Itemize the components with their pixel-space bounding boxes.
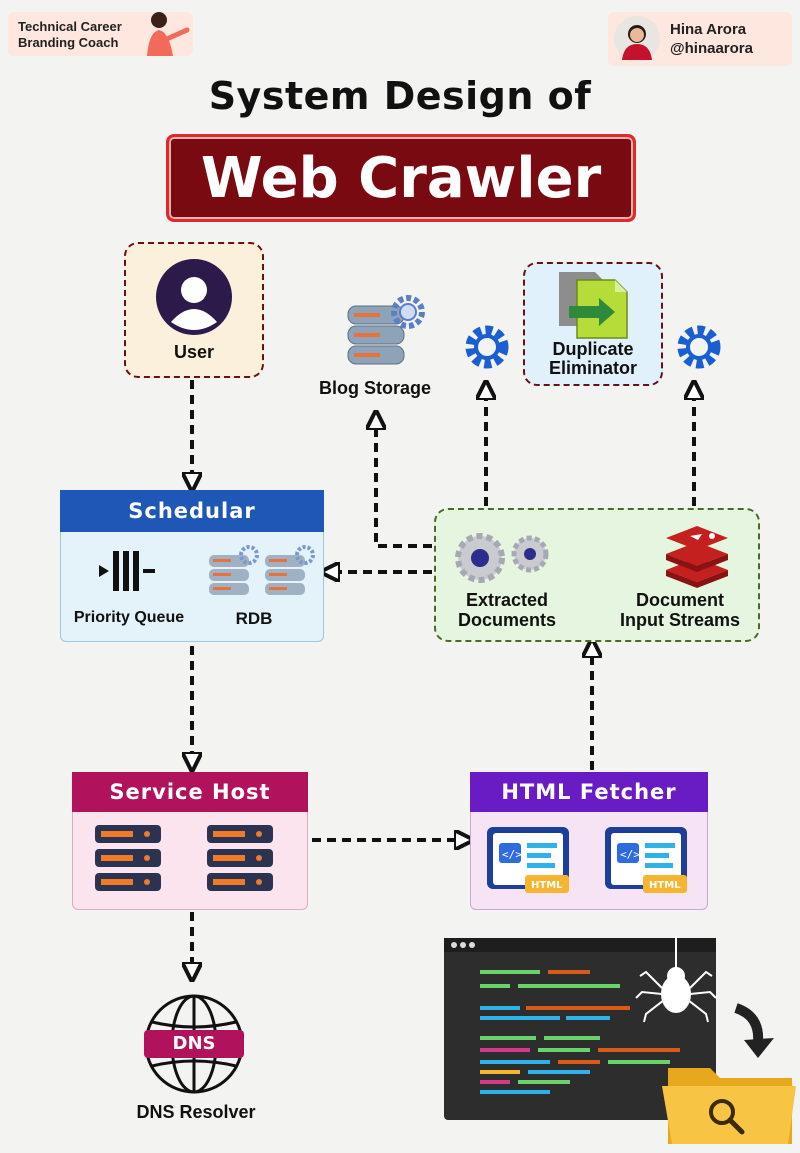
coach-avatar-icon <box>147 12 190 56</box>
document-input-streams-label: Document Input Streams <box>619 590 741 630</box>
author-name: Hina Arora <box>670 21 747 38</box>
dns-resolver-label: DNS Resolver <box>136 1102 256 1122</box>
coach-badge-text: Technical Career Branding Coach <box>18 19 122 50</box>
svg-text:</>: </> <box>502 848 522 861</box>
duplicate-eliminator-label: Duplicate Eliminator <box>548 339 637 378</box>
html-tag-left: HTML <box>531 880 563 891</box>
spider-icon <box>635 936 717 1023</box>
gears-icon <box>455 533 549 583</box>
html-fetcher-header: HTML Fetcher <box>470 772 708 812</box>
user-label: User <box>173 342 215 362</box>
blog-storage-icon <box>347 295 425 365</box>
document-copy-icon <box>559 272 628 339</box>
user-avatar-icon <box>156 259 232 335</box>
gear-icon-left <box>465 325 509 369</box>
server-icon <box>95 825 273 891</box>
schedular-header: Schedular <box>60 490 324 532</box>
title-line1: System Design of <box>208 74 592 118</box>
svg-text:</>: </> <box>620 848 640 861</box>
blog-storage-label: Blog Storage <box>318 378 431 398</box>
schedular-box: Schedular Priority Queue RDB <box>60 490 324 642</box>
documents-box: Extracted Documents Document Input Strea… <box>434 508 760 642</box>
author-handle: @hinaarora <box>670 40 753 57</box>
rdb-icon <box>209 545 315 595</box>
title-line2: Web Crawler <box>166 134 636 222</box>
code-editor-icon <box>444 936 796 1144</box>
duplicate-eliminator-box: Duplicate Eliminator <box>523 262 663 386</box>
arrow-extracted-to-blog <box>376 420 432 548</box>
queue-icon <box>99 551 155 591</box>
rdb-label: RDB <box>235 609 273 628</box>
html-tag-right: HTML <box>649 880 681 891</box>
author-badge: Hina Arora @hinaarora <box>608 12 792 66</box>
coach-badge: Technical Career Branding Coach <box>8 12 193 56</box>
priority-queue-label: Priority Queue <box>73 609 185 626</box>
dns-badge: DNS <box>172 1033 216 1054</box>
html-fetcher-box: HTML Fetcher </> HTML </> HTML <box>470 772 708 910</box>
html-window-icon: </> HTML </> HTML <box>487 827 687 893</box>
service-host-header: Service Host <box>72 772 308 812</box>
gear-icon-right <box>677 325 721 369</box>
globe-icon <box>144 994 244 1094</box>
extracted-documents-label: Extracted Documents <box>457 590 556 630</box>
service-host-box: Service Host <box>72 772 308 910</box>
redis-icon <box>666 526 728 588</box>
user-box: User <box>124 242 264 378</box>
author-avatar-icon <box>614 16 660 62</box>
folder-search-icon <box>662 1068 796 1144</box>
